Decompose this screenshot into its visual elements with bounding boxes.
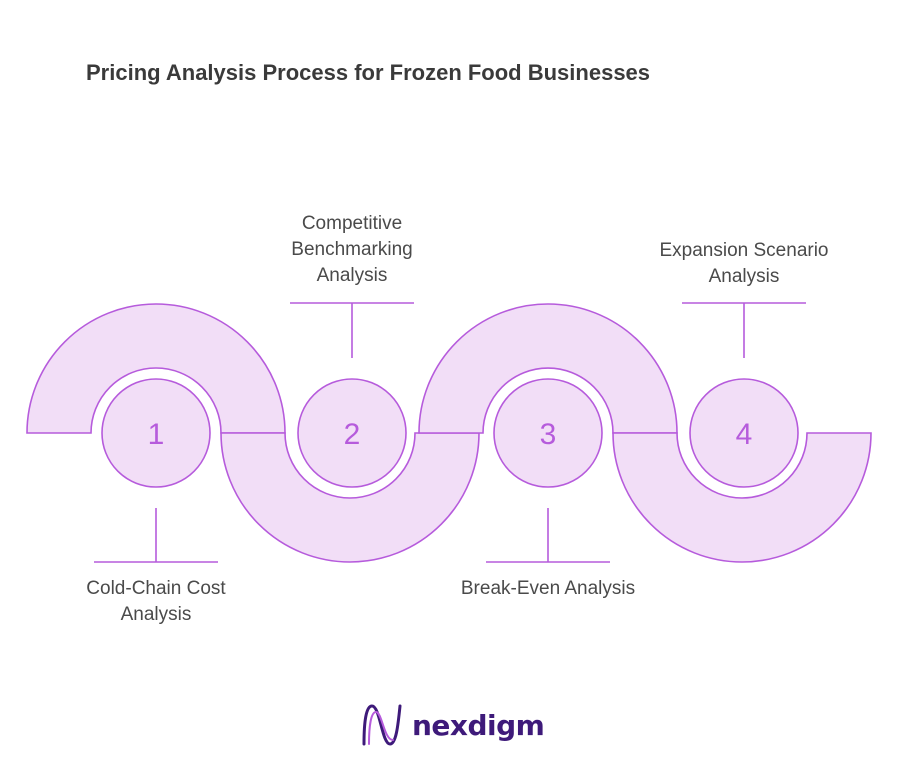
- page-title: Pricing Analysis Process for Frozen Food…: [86, 60, 651, 85]
- step-number-4: 4: [736, 418, 753, 451]
- step-label-3: Break-Even Analysis: [460, 578, 636, 599]
- step-circle-2: [297, 378, 407, 488]
- nexdigm-logo-icon: [362, 704, 402, 746]
- brand-logo: nexdigm: [360, 700, 545, 750]
- brand-name: nexdigm: [412, 708, 545, 742]
- step-number-1: 1: [148, 418, 165, 451]
- wave-segment-3: [418, 303, 678, 434]
- wave-segment-2: [220, 432, 480, 563]
- step-label-4: Expansion Scenario Analysis: [659, 240, 829, 287]
- step-circle-1: [101, 378, 211, 488]
- step-label-2: Competitive Benchmarking Analysis: [291, 213, 413, 286]
- step-label-1: Cold-Chain Cost Analysis: [86, 578, 226, 625]
- step-number-3: 3: [540, 418, 557, 451]
- step-number-2: 2: [344, 418, 361, 451]
- wave-segment-1: [26, 303, 286, 434]
- wave-segment-4: [612, 432, 872, 563]
- step-circle-4: [689, 378, 799, 488]
- step-circle-3: [493, 378, 603, 488]
